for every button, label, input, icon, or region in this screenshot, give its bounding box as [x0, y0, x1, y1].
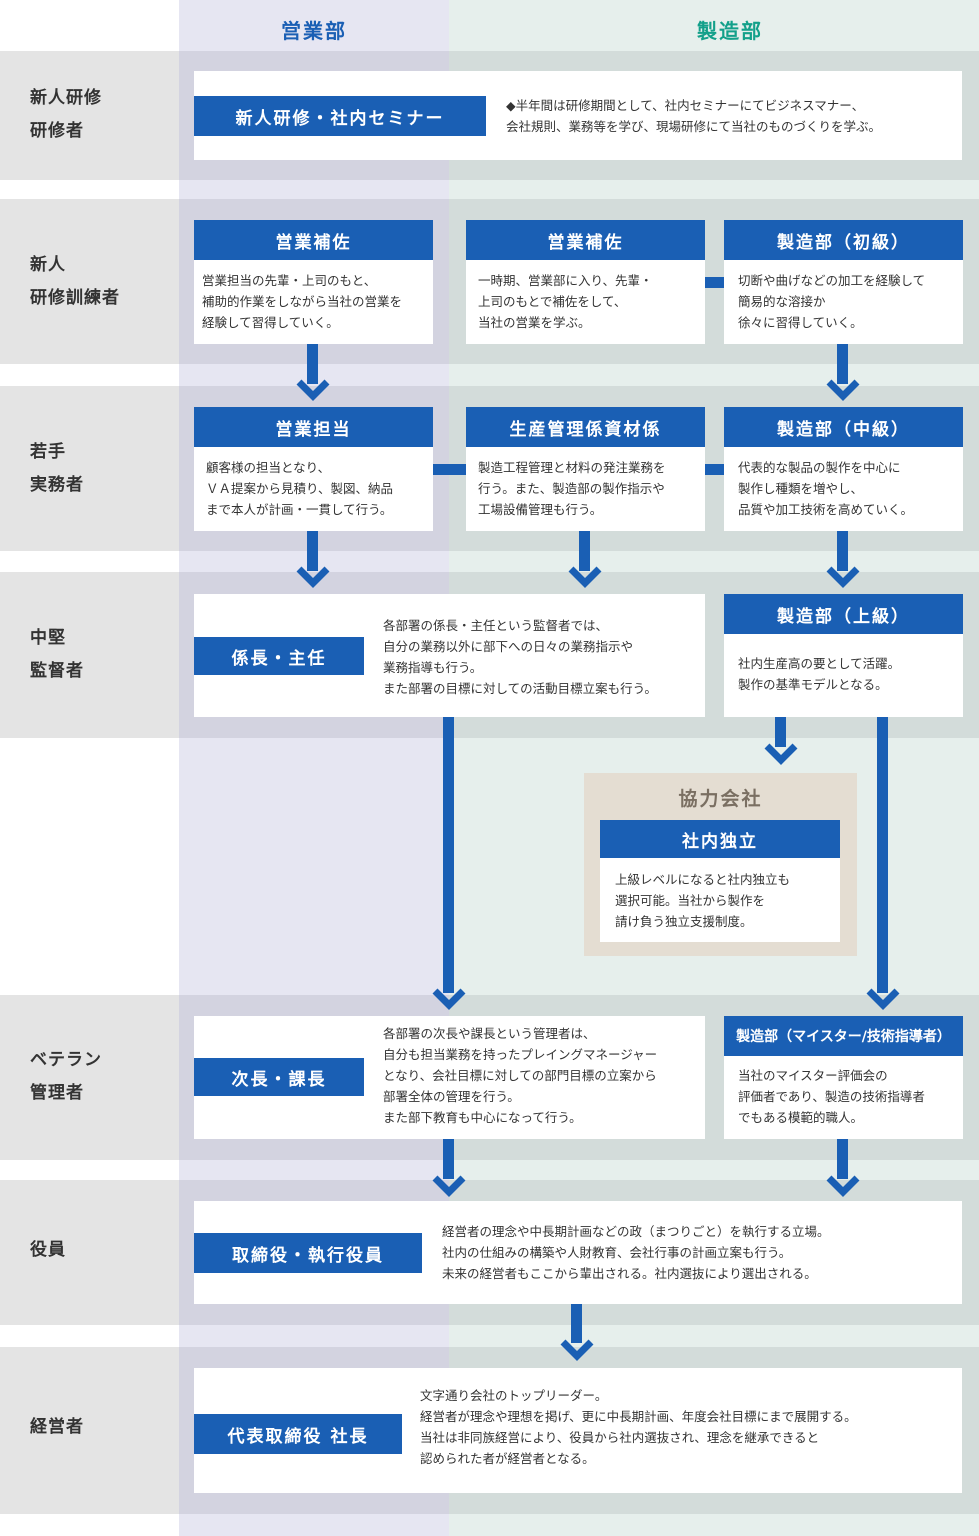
connector-line — [571, 1303, 582, 1343]
mfg-advanced-title: 製造部（上級） — [724, 594, 963, 634]
connector-line — [432, 464, 467, 475]
row-label-junior: 若手 実務者 — [30, 442, 84, 495]
row-label-supervisor: 中堅 監督者 — [30, 628, 84, 681]
connector-line — [775, 717, 786, 747]
manufacturing-heading: 製造部 — [697, 19, 763, 43]
manager-title: 次長・課長 — [194, 1058, 364, 1096]
arrow-down-icon — [431, 985, 467, 1015]
supervisor-title: 係長・主任 — [194, 637, 364, 675]
row-label-executive: 役員 — [30, 1240, 66, 1260]
mfg-sales-assist-title: 営業補佐 — [466, 220, 705, 260]
mfg-master-text: 当社のマイスター評価会の 評価者であり、製造の技術指導者 でもある模範的職人。 — [738, 1068, 925, 1125]
connector-line — [307, 531, 318, 571]
arrow-down-icon — [431, 1172, 467, 1202]
partner-company-heading: 協力会社 — [678, 788, 763, 810]
arrow-down-icon — [865, 985, 901, 1015]
connector-line — [837, 1139, 848, 1179]
sales-assist-text: 営業担当の先輩・上司のもと、 補助的作業をしながら当社の営業を 経験して習得して… — [202, 273, 403, 330]
partner-text: 上級レベルになると社内独立も 選択可能。当社から製作を 請け負う独立支援制度。 — [615, 872, 791, 929]
mfg-sales-assist-text: 一時期、営業部に入り、先輩・ 上司のもとで補佐をして、 当社の営業を学ぶ。 — [478, 273, 653, 330]
row-label-trainee: 新人 研修訓練者 — [30, 255, 120, 308]
arrow-down-icon — [825, 563, 861, 593]
production-control-text: 製造工程管理と材料の発注業務を 行う。また、製造部の製作指示や 工場設備管理も行… — [478, 460, 666, 517]
connector-line — [837, 344, 848, 384]
arrow-down-icon — [295, 376, 331, 406]
connector-line — [877, 717, 888, 993]
president-title: 代表取締役 社長 — [194, 1414, 402, 1454]
mfg-intermediate-title: 製造部（中級） — [724, 407, 963, 447]
partner-title: 社内独立 — [600, 820, 840, 858]
production-control-title: 生産管理係資材係 — [466, 407, 705, 447]
sales-heading: 営業部 — [281, 19, 347, 43]
row-label-president: 経営者 — [30, 1417, 84, 1437]
row-label-training: 新人研修 研修者 — [30, 88, 102, 141]
supervisor-text: 各部署の係長・主任という監督者では、 自分の業務以外に部下への日々の業務指示や … — [383, 618, 657, 696]
manager-text: 各部署の次長や課長という管理者は、 自分も担当業務を持ったプレイングマネージャー… — [383, 1026, 658, 1125]
row-label-manager: ベテラン 管理者 — [30, 1050, 102, 1103]
sales-assist-title: 営業補佐 — [194, 220, 433, 260]
sales-rep-title: 営業担当 — [194, 407, 433, 447]
executive-text: 経営者の理念や中長期計画などの政（まつりごと）を執行する立場。 社内の仕組みの構… — [442, 1224, 830, 1281]
connector-line — [307, 344, 318, 384]
mfg-advanced-text: 社内生産高の要として活躍。 製作の基準モデルとなる。 — [738, 656, 901, 692]
mfg-beginner-title: 製造部（初級） — [724, 220, 963, 260]
executive-title: 取締役・執行役員 — [194, 1233, 422, 1273]
mfg-beginner-text: 切断や曲げなどの加工を経験して 簡易的な溶接か 徐々に習得していく。 — [738, 273, 926, 330]
arrow-down-icon — [559, 1336, 595, 1366]
connector-line — [443, 717, 454, 993]
sales-rep-text: 顧客様の担当となり、 ＶＡ提案から見積り、製図、納品 まで本人が計画・一貫して行… — [206, 460, 394, 517]
connector-line — [837, 531, 848, 571]
arrow-down-icon — [567, 563, 603, 593]
training-title: 新人研修・社内セミナー — [194, 96, 486, 136]
arrow-down-icon — [295, 563, 331, 593]
connector-line — [579, 531, 590, 571]
training-text: ◆半年間は研修期間として、社内セミナーにてビジネスマナー、 会社規則、業務等を学… — [506, 98, 882, 134]
arrow-down-icon — [825, 1172, 861, 1202]
arrow-down-icon — [825, 376, 861, 406]
mfg-intermediate-text: 代表的な製品の製作を中心に 製作し種類を増やし、 品質や加工技術を高めていく。 — [738, 460, 914, 517]
connector-line — [443, 1139, 454, 1179]
mfg-master-title: 製造部（マイスター/技術指導者） — [724, 1016, 963, 1056]
connector-line — [704, 464, 724, 475]
arrow-down-icon — [763, 740, 799, 770]
president-text: 文字通り会社のトップリーダー。 経営者が理念や理想を掲げ、更に中長期計画、年度会… — [420, 1388, 857, 1466]
connector-line — [704, 277, 724, 288]
